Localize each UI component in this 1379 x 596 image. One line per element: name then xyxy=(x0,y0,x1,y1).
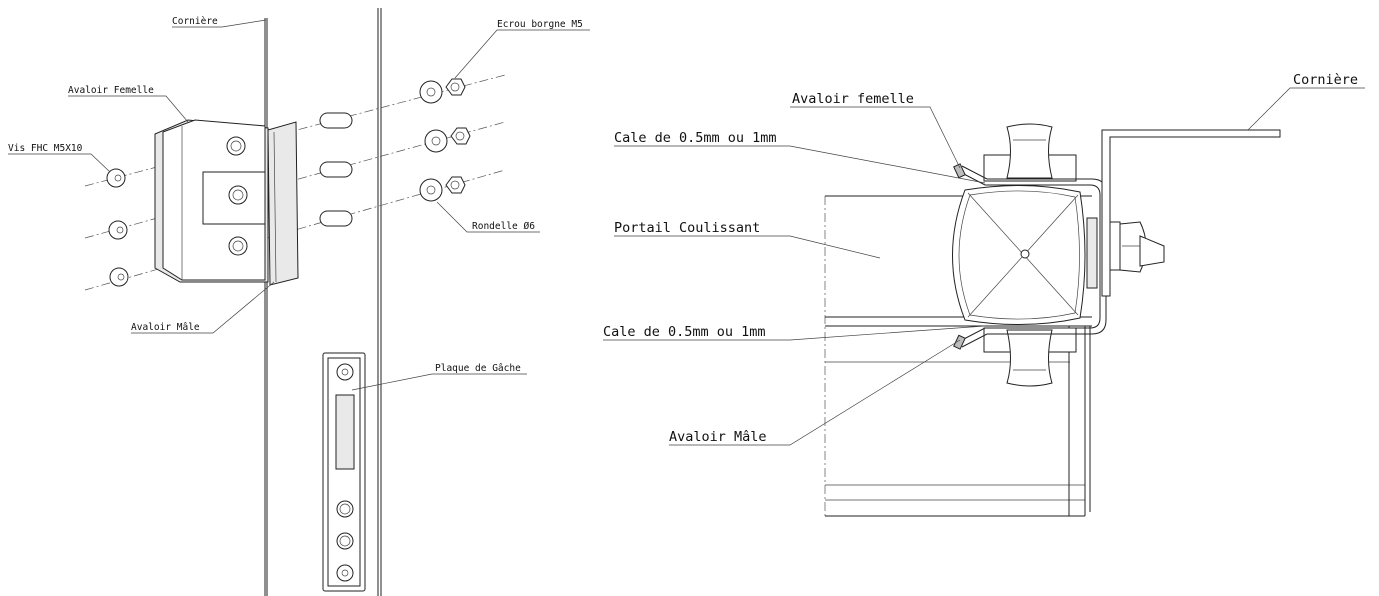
avaloir-male-part xyxy=(267,121,299,286)
angle-iron xyxy=(1101,129,1281,297)
left-exploded-view: Cornière Ecrou borgne M5 Avaloir Femelle… xyxy=(8,8,590,596)
plaque-de-gache-part xyxy=(322,352,366,592)
upper-roller xyxy=(983,123,1077,182)
label-cale-bottom: Cale de 0.5mm ou 1mm xyxy=(603,324,766,340)
label-plaque-de-gache: Plaque de Gâche xyxy=(435,363,521,374)
gate-profile xyxy=(824,195,1092,518)
lower-roller xyxy=(983,327,1077,387)
label-avaloir-male-left: Avaloir Mâle xyxy=(131,322,200,333)
screw-group xyxy=(106,168,129,287)
right-section-view: Cornière Avaloir femelle Cale de 0.5mm o… xyxy=(603,72,1365,518)
label-corniere-right: Cornière xyxy=(1293,72,1358,88)
label-ecrou-borgne: Ecrou borgne M5 xyxy=(497,19,583,30)
label-avaloir-femelle-right: Avaloir femelle xyxy=(792,91,914,107)
label-corniere-left: Cornière xyxy=(172,16,218,27)
washer-nut-group xyxy=(419,78,471,202)
bolt-nut xyxy=(1109,221,1165,273)
label-cale-top: Cale de 0.5mm ou 1mm xyxy=(614,130,777,146)
slot-holes xyxy=(319,112,353,227)
avaloir-femelle-part xyxy=(154,119,269,283)
right-leaders xyxy=(603,87,1365,446)
label-rondelle: Rondelle Ø6 xyxy=(472,221,535,232)
label-portail-coulissant: Portail Coulissant xyxy=(614,220,760,236)
label-vis-fhc: Vis FHC M5X10 xyxy=(8,143,83,154)
label-avaloir-femelle-left: Avaloir Femelle xyxy=(68,85,154,96)
roller-block xyxy=(952,184,1098,326)
label-avaloir-male-right: Avaloir Mâle xyxy=(669,429,767,445)
left-leaders xyxy=(8,19,590,391)
